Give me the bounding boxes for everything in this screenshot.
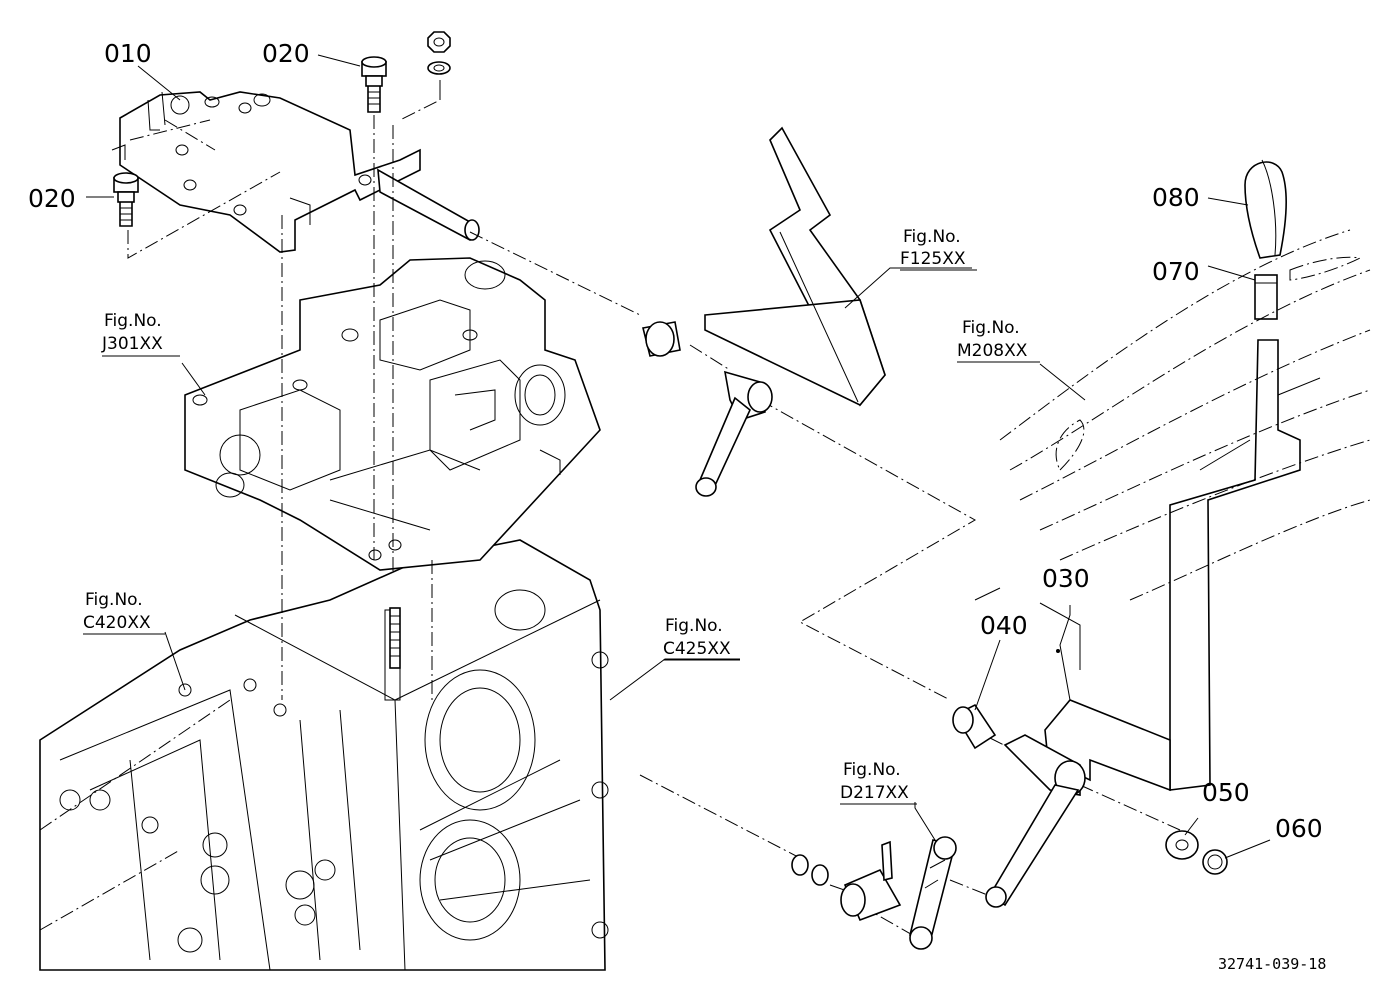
part-label-050: 050 <box>1202 778 1250 807</box>
svg-text:Fig.No.: Fig.No. <box>104 311 162 331</box>
figure-ref-j301: Fig.No. J301XX <box>101 311 180 357</box>
shift-lever-030 <box>985 339 1321 908</box>
diagram-code: 32741-039-18 <box>1218 955 1326 973</box>
clip-060 <box>1202 849 1228 875</box>
part-label-040: 040 <box>980 611 1028 640</box>
svg-text:Fig.No.: Fig.No. <box>903 227 961 247</box>
figure-ref-f125: Fig.No. F125XX <box>900 227 966 269</box>
svg-text:Fig.No.: Fig.No. <box>85 590 143 610</box>
figure-ref-m208: Fig.No. M208XX <box>957 318 1040 363</box>
figure-ref-d217: Fig.No. D217XX <box>840 760 917 805</box>
svg-text:D217XX: D217XX <box>840 783 909 803</box>
part-label-080: 080 <box>1152 183 1200 212</box>
figure-ref-c420: Fig.No. C420XX <box>83 590 165 635</box>
alignment-lines <box>127 80 1181 946</box>
bushing-040 <box>952 703 997 750</box>
stud-bolt <box>389 607 401 669</box>
bolt-020-top <box>361 56 387 113</box>
pin-link-drawing <box>791 836 957 950</box>
svg-text:M208XX: M208XX <box>957 341 1028 361</box>
knob-080 <box>1244 159 1287 259</box>
part-label-010: 010 <box>104 39 152 68</box>
nut-and-washer <box>427 31 451 75</box>
part-label-060: 060 <box>1275 814 1323 843</box>
part-label-020-left: 020 <box>28 184 76 213</box>
spacer-070 <box>1254 274 1278 320</box>
svg-text:Fig.No.: Fig.No. <box>665 616 723 636</box>
fender-panel-drawing <box>999 229 1371 601</box>
svg-text:J301XX: J301XX <box>101 334 163 354</box>
part-label-070: 070 <box>1152 257 1200 286</box>
part-label-030: 030 <box>1042 564 1090 593</box>
svg-text:C420XX: C420XX <box>83 613 151 633</box>
svg-text:Fig.No.: Fig.No. <box>962 318 1020 338</box>
figure-ref-c425: Fig.No. C425XX <box>663 616 740 661</box>
bolt-020-left <box>113 172 139 227</box>
leader-lines <box>86 54 1271 859</box>
washer-050 <box>1165 830 1199 860</box>
svg-text:C425XX: C425XX <box>663 639 731 659</box>
svg-text:F125XX: F125XX <box>900 249 966 269</box>
part-label-020-top: 020 <box>262 39 310 68</box>
pedal-linkage-drawing <box>642 126 886 497</box>
bracket-plate-010 <box>111 91 480 253</box>
svg-text:Fig.No.: Fig.No. <box>843 760 901 780</box>
transmission-case-drawing <box>39 539 609 971</box>
